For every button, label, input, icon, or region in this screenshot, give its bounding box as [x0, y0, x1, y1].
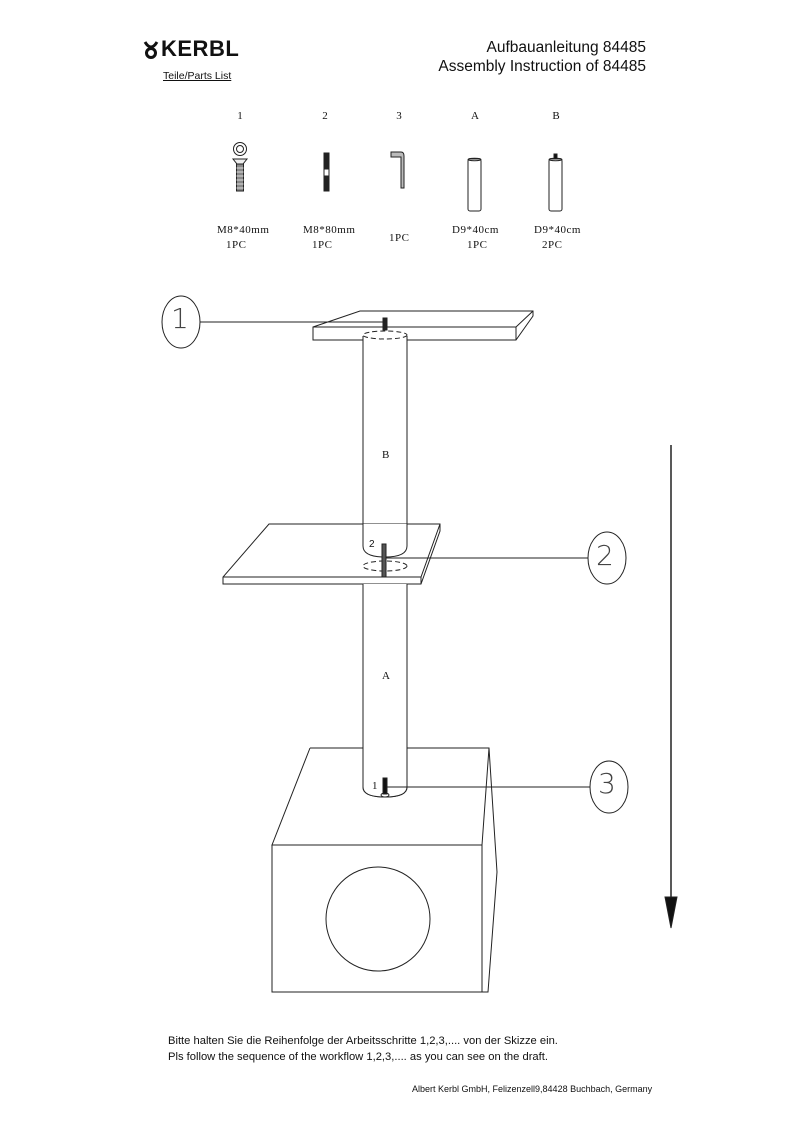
part-3-number: 3: [396, 110, 402, 122]
upper-post-b: [362, 317, 408, 558]
part-3-qty: 1PC: [389, 232, 410, 244]
countersunk-screw-icon: [231, 142, 249, 192]
part-1-info: M8*40mm 1PC: [217, 223, 269, 253]
allen-key-icon: [390, 151, 405, 189]
direction-arrow-down-icon: [664, 445, 678, 929]
kerbl-logo: KERBL: [143, 36, 239, 62]
part-b-number: B: [552, 110, 560, 122]
part-2-spec: M8*80mm: [303, 224, 356, 236]
part-b-info: D9*40cm 2PC: [534, 223, 581, 253]
parts-list-title: Teile/Parts List: [163, 70, 232, 82]
base-box: [271, 747, 498, 993]
part-2-number: 2: [322, 110, 328, 122]
brand-name: KERBL: [161, 36, 240, 61]
step-2-number: 2: [596, 539, 614, 572]
part-3-info: 1PC: [389, 231, 409, 246]
step-3-number: 3: [598, 767, 616, 800]
post-b-icon: [548, 153, 563, 212]
title-german: Aufbauanleitung 84485: [486, 39, 646, 56]
threaded-rod-icon: [323, 152, 330, 192]
title-english: Assembly Instruction of 84485: [438, 58, 646, 75]
part-1-spec: M8*40mm: [217, 224, 270, 236]
part-a-qty: 1PC: [467, 239, 488, 251]
part-b-qty: 2PC: [542, 239, 563, 251]
rod-part-label: 2: [369, 539, 375, 550]
instruction-german: Bitte halten Sie die Reihenfolge der Arb…: [168, 1035, 558, 1047]
part-1-qty: 1PC: [226, 239, 247, 251]
assembly-instructions: Bitte halten Sie die Reihenfolge der Arb…: [168, 1033, 558, 1065]
step-3-callout: [387, 760, 629, 814]
instruction-english: Pls follow the sequence of the workflow …: [168, 1051, 548, 1063]
top-platform: [312, 310, 534, 341]
box-entrance-hole: [325, 866, 431, 972]
step-1-callout: [161, 295, 383, 349]
middle-platform: [222, 523, 441, 585]
part-a-info: D9*40cm 1PC: [452, 223, 499, 253]
screw-part-label: 1: [372, 780, 378, 792]
part-a-spec: D9*40cm: [452, 224, 499, 236]
post-b-label: B: [382, 449, 390, 461]
document-title: Aufbauanleitung 84485 Assembly Instructi…: [438, 38, 646, 76]
post-a-icon: [467, 157, 482, 212]
part-a-number: A: [471, 110, 479, 122]
step-2-callout: [386, 531, 627, 585]
part-1-number: 1: [237, 110, 243, 122]
step-1-number: 1: [171, 302, 189, 335]
company-address: Albert Kerbl GmbH, Felizenzell9,84428 Bu…: [412, 1084, 653, 1094]
part-2-qty: 1PC: [312, 239, 333, 251]
part-b-spec: D9*40cm: [534, 224, 581, 236]
part-2-info: M8*80mm 1PC: [303, 223, 355, 253]
post-a-label: A: [382, 670, 390, 682]
kerbl-logo-icon: [143, 41, 159, 59]
